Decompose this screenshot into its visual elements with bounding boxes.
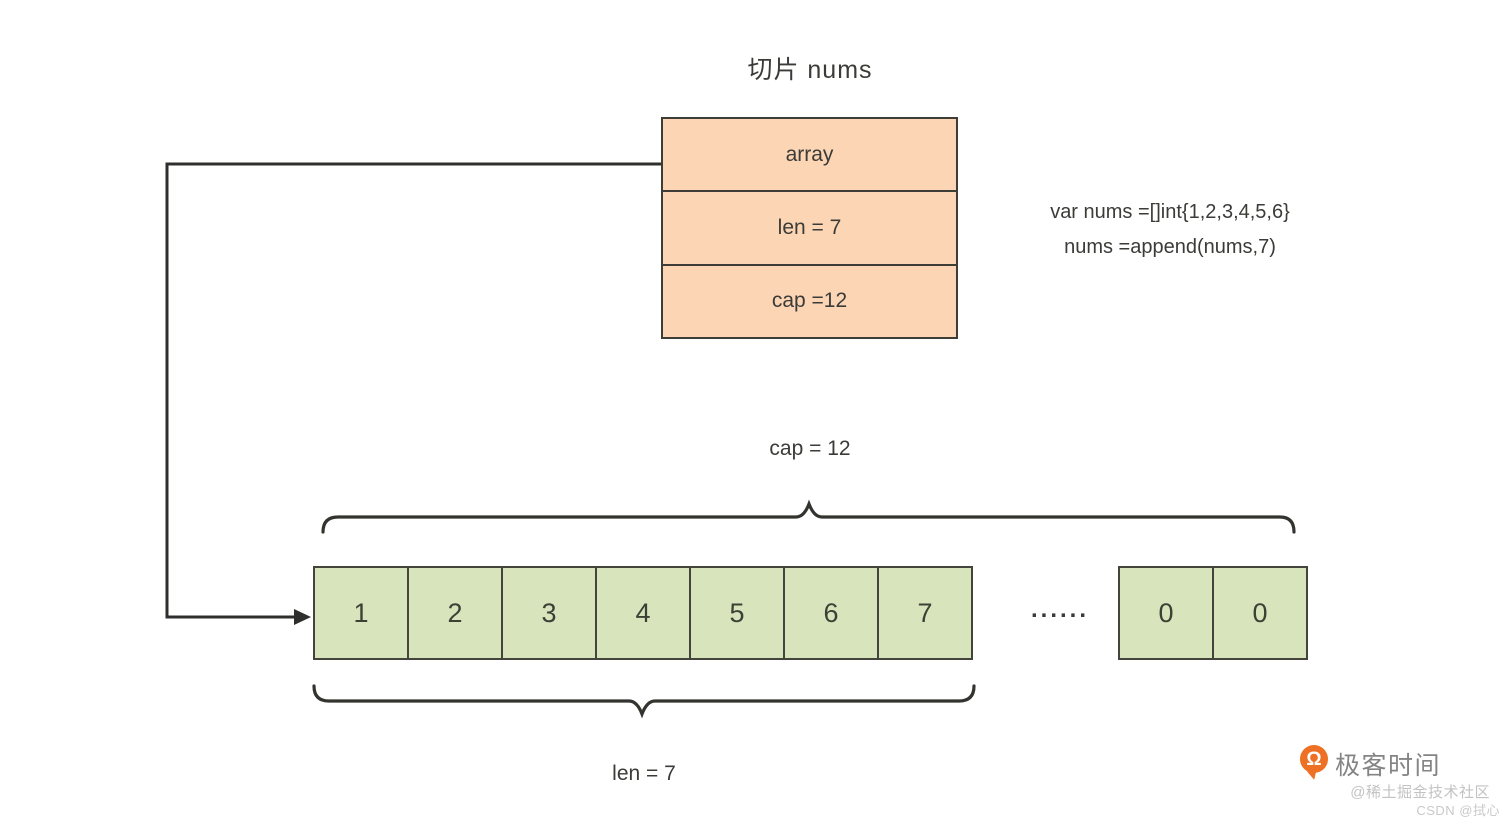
watermark-line-2: CSDN @拭心 bbox=[1416, 803, 1500, 818]
struct-field-len: len = 7 bbox=[663, 192, 956, 266]
ellipsis: ...... bbox=[1030, 596, 1089, 623]
spare-cell: 0 bbox=[1212, 566, 1308, 660]
logo-glyph: Ω bbox=[1306, 749, 1322, 770]
array-cell: 6 bbox=[783, 566, 879, 660]
array-cells-row: 1 2 3 4 5 6 7 bbox=[313, 566, 973, 660]
array-cell: 3 bbox=[501, 566, 597, 660]
array-cell: 4 bbox=[595, 566, 691, 660]
code-line-1: var nums =[]int{1,2,3,4,5,6} bbox=[1050, 201, 1290, 223]
cap-label: cap = 12 bbox=[769, 437, 851, 460]
pointer-arrow-line bbox=[165, 162, 661, 619]
array-cell: 1 bbox=[313, 566, 409, 660]
diagram-title: 切片 nums bbox=[747, 56, 873, 84]
spare-cell: 0 bbox=[1118, 566, 1214, 660]
cap-brace bbox=[321, 499, 1296, 534]
code-annotation: var nums =[]int{1,2,3,4,5,6} nums =appen… bbox=[995, 195, 1345, 265]
array-cell: 2 bbox=[407, 566, 503, 660]
watermark-line-1: @稀土掘金技术社区 bbox=[1350, 784, 1490, 801]
slice-struct-box: array len = 7 cap =12 bbox=[661, 117, 958, 339]
brand-name: 极客时间 bbox=[1335, 752, 1442, 780]
struct-field-array: array bbox=[663, 119, 956, 193]
geektime-logo-icon: Ω bbox=[1300, 745, 1330, 783]
logo-tail bbox=[1306, 768, 1320, 782]
len-label: len = 7 bbox=[612, 762, 676, 785]
code-line-2: nums =append(nums,7) bbox=[1064, 236, 1276, 258]
array-cell: 5 bbox=[689, 566, 785, 660]
pointer-arrowhead bbox=[294, 609, 311, 625]
logo-circle: Ω bbox=[1300, 745, 1328, 773]
struct-field-cap: cap =12 bbox=[771, 289, 848, 313]
len-brace bbox=[312, 684, 976, 719]
array-cell: 7 bbox=[877, 566, 973, 660]
spare-capacity-cells: 0 0 bbox=[1118, 566, 1308, 660]
